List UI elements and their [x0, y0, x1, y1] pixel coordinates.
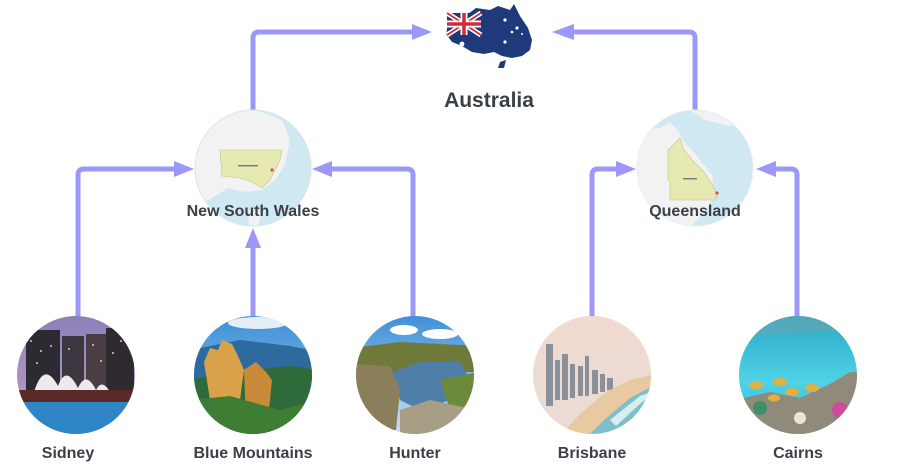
arrow-qld-to-australia — [565, 29, 698, 113]
cairns-photo — [739, 316, 857, 434]
arrowhead-right-icon — [616, 161, 636, 177]
arrowhead-right-icon — [412, 24, 432, 40]
arrowhead-up-icon — [245, 228, 261, 248]
node-label-cairns: Cairns — [773, 445, 823, 462]
arrow-sidney-to-nsw — [75, 166, 181, 319]
node-label-blue-mountains: Blue Mountains — [193, 445, 313, 462]
blue-mountains-photo — [194, 316, 312, 434]
arrow-nsw-to-australia — [250, 29, 421, 113]
hunter-photo — [356, 316, 474, 434]
arrowhead-left-icon — [312, 161, 332, 177]
node-label-australia: Australia — [444, 89, 534, 112]
connectors — [75, 29, 800, 319]
arrow-brisbane-to-qld — [589, 166, 625, 319]
australia-flag-map-icon — [445, 4, 532, 68]
arrow-hunter-to-nsw — [325, 166, 416, 319]
node-label-new-south-wales: New South Wales — [186, 203, 320, 220]
sidney-photo — [17, 316, 135, 434]
node-label-hunter: Hunter — [389, 445, 441, 462]
queensland-map-icon — [637, 110, 753, 226]
brisbane-photo — [533, 316, 651, 434]
node-label-sidney: Sidney — [41, 445, 95, 462]
arrowheads — [174, 24, 776, 248]
node-label-queensland: Queensland — [649, 203, 741, 220]
arrowhead-right-icon — [174, 161, 194, 177]
node-label-brisbane: Brisbane — [557, 445, 627, 462]
nsw-map-icon — [195, 110, 311, 226]
arrow-cairns-to-qld — [767, 166, 800, 319]
arrowhead-left-icon — [756, 161, 776, 177]
arrowhead-left-icon — [552, 24, 574, 40]
